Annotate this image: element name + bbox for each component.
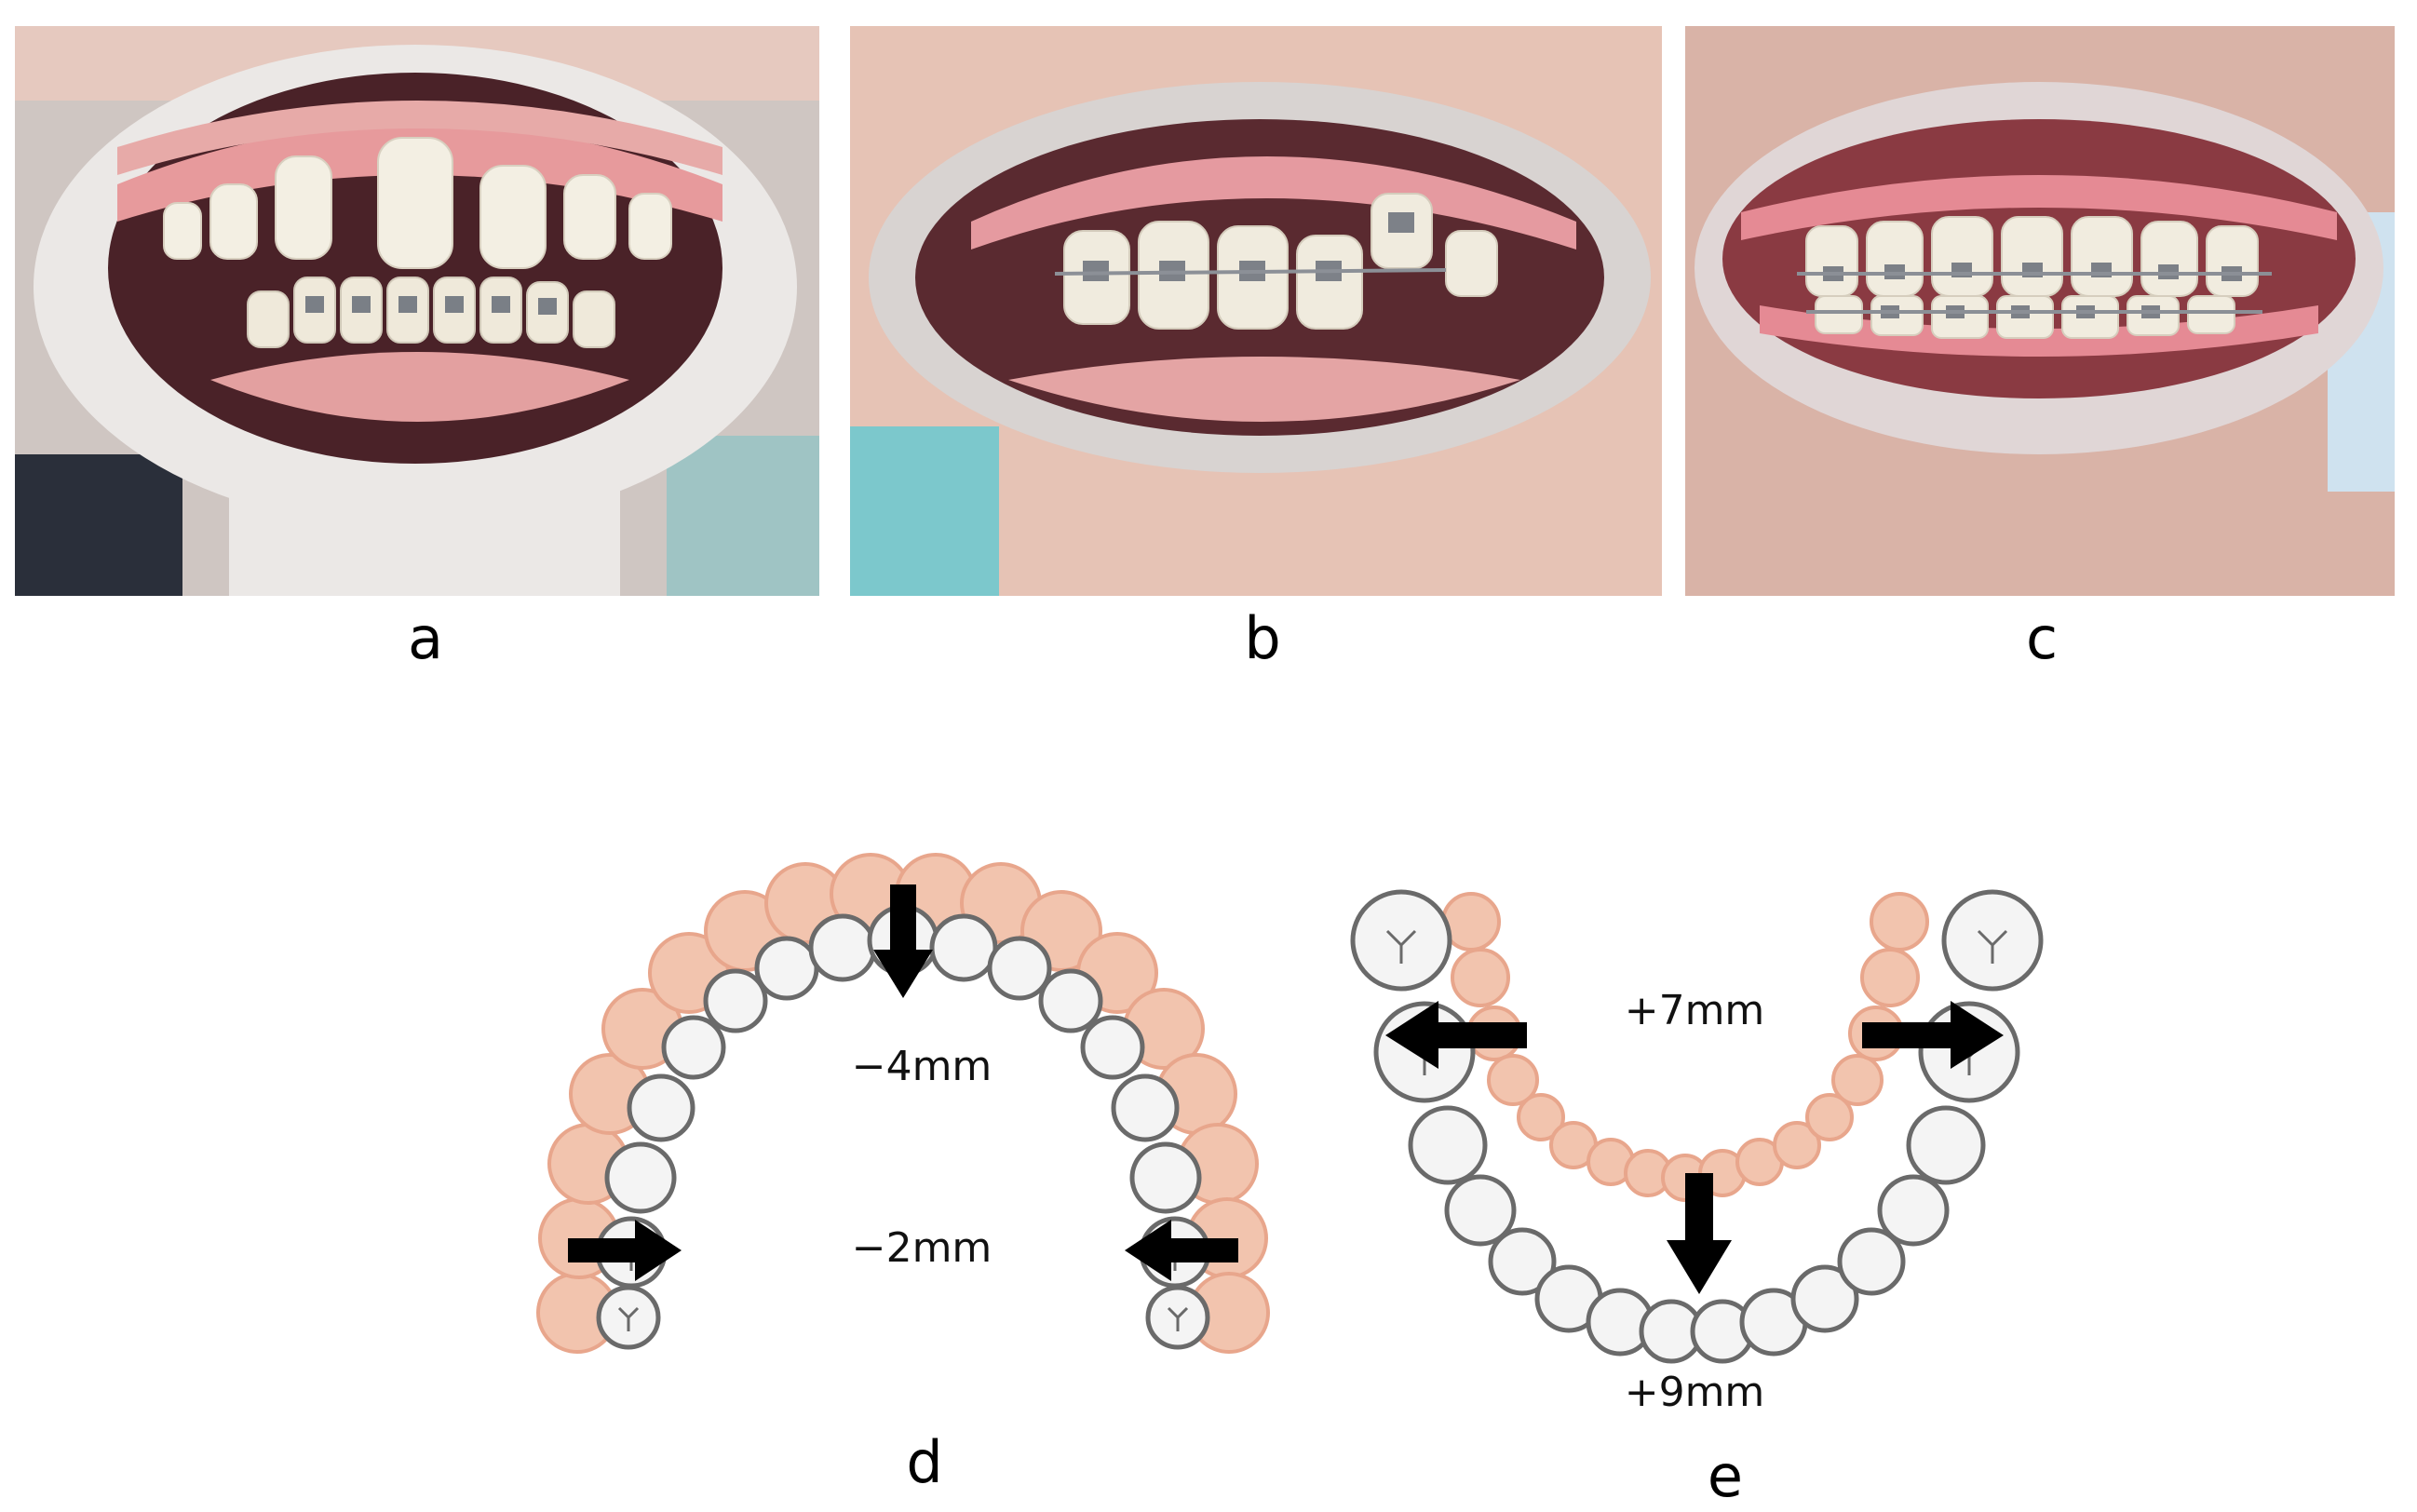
- measurement-minus-4mm: −4mm: [852, 1043, 992, 1090]
- upper-arch-diagram: −4mm −2mm: [536, 853, 1270, 1354]
- photo-b-image: [850, 26, 1662, 596]
- photo-a-image: [15, 26, 819, 596]
- lower-arch-diagram: +7mm +9mm: [1350, 889, 2044, 1416]
- panel-label-a: a: [408, 604, 443, 672]
- photo-a: [15, 26, 819, 596]
- photo-b: [850, 26, 1662, 596]
- measurement-plus-7mm: +7mm: [1625, 987, 1765, 1034]
- panel-label-b: b: [1244, 604, 1281, 672]
- panel-label-d: d: [906, 1428, 943, 1496]
- panel-label-c: c: [2025, 604, 2059, 672]
- arrow-icon: [1385, 1001, 2004, 1294]
- measurement-plus-9mm: +9mm: [1625, 1369, 1765, 1416]
- arrow-icon: [568, 884, 1238, 1281]
- photo-c: [1685, 26, 2395, 596]
- measurement-minus-2mm: −2mm: [852, 1224, 992, 1272]
- panel-label-e: e: [1707, 1442, 1744, 1510]
- diagram-d: −4mm −2mm: [521, 829, 1322, 1387]
- diagram-e: +7mm +9mm: [1341, 866, 2048, 1424]
- photo-c-image: [1685, 26, 2395, 596]
